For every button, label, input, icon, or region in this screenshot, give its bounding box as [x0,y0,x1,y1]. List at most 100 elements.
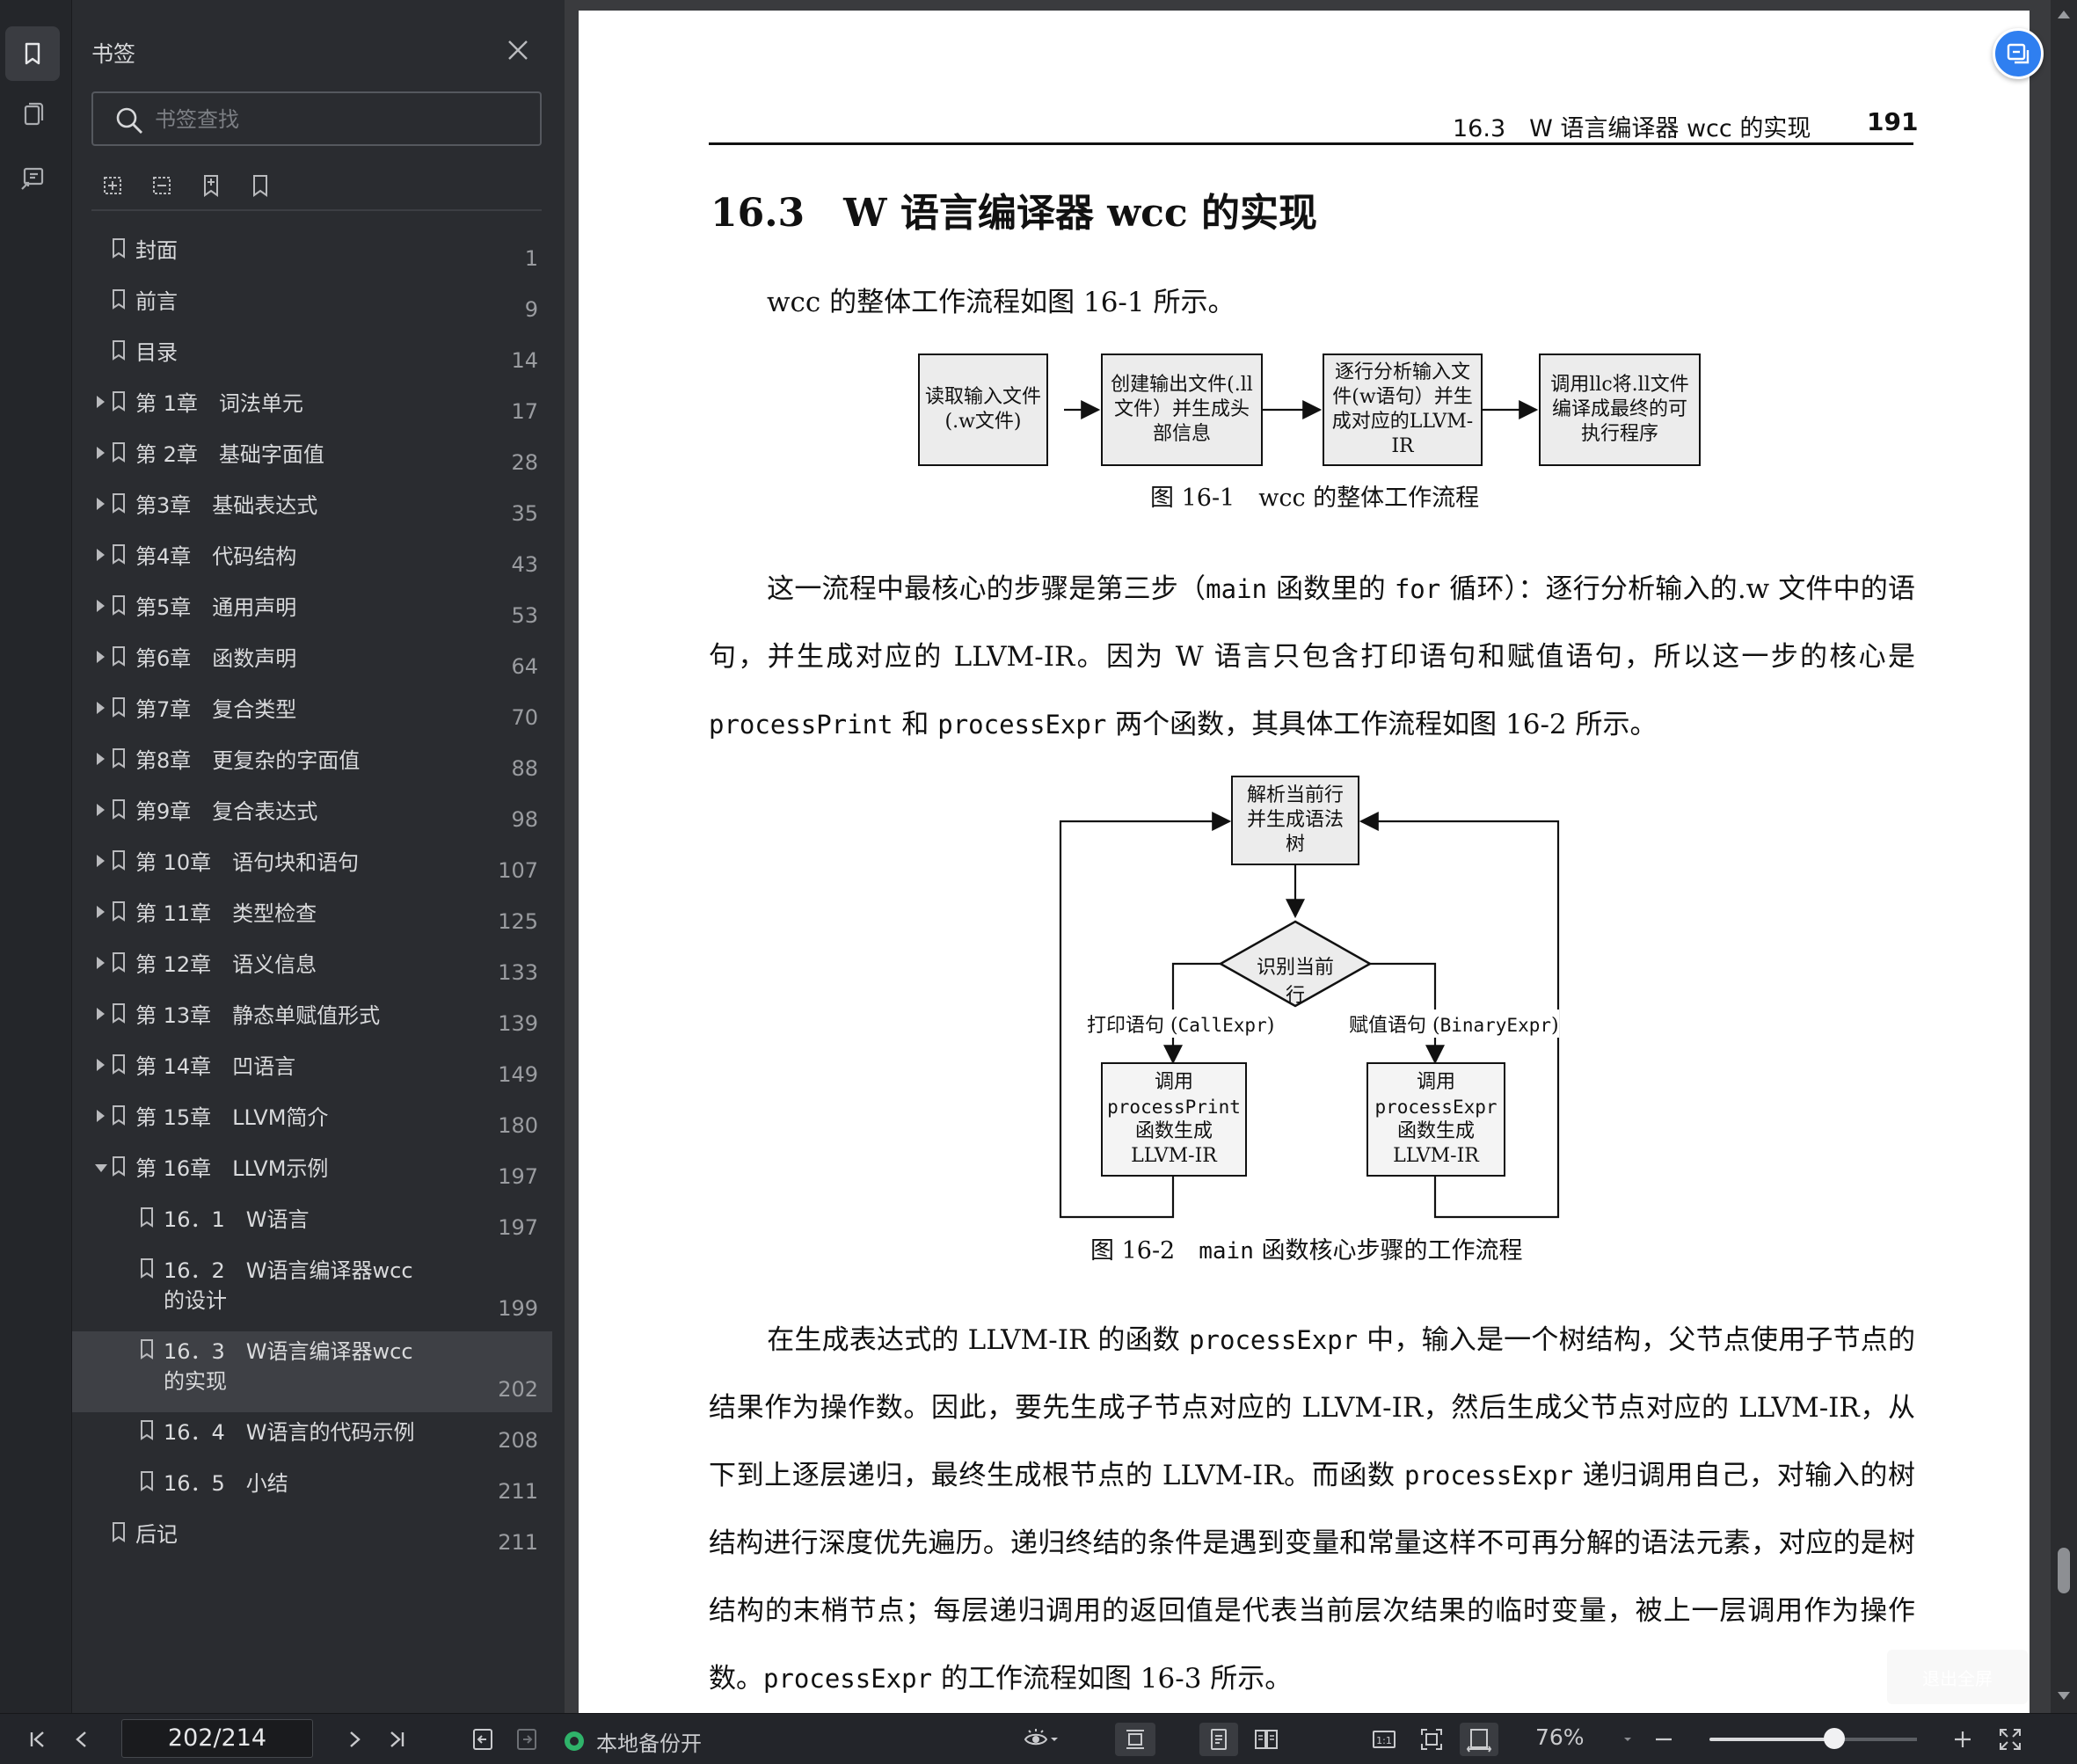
expand-arrow-right-icon[interactable] [97,1059,105,1071]
bookmark-page-number: 53 [511,603,538,628]
zoom-dropdown-button[interactable] [1618,1723,1637,1756]
bookmark-page-number: 1 [524,246,538,271]
expand-arrow-right-icon[interactable] [97,600,105,612]
fit-width-icon [1466,1729,1492,1753]
scroll-down-arrow-icon[interactable] [2058,1692,2070,1700]
bookmark-label: 第9章 复合表达式 [135,799,318,824]
expand-arrow-right-icon[interactable] [97,804,105,816]
zoom-slider[interactable] [1709,1738,1917,1741]
zoom-in-button[interactable] [1947,1723,1979,1756]
bookmark-current-page-button[interactable] [244,170,276,201]
bookmark-label: 16．2 W语言编译器wcc的设计 [164,1258,413,1313]
zoom-out-button[interactable] [1648,1723,1680,1756]
expand-arrow-down-icon[interactable] [95,1164,107,1172]
previous-page-button[interactable] [65,1723,98,1756]
convert-document-icon [2007,43,2030,64]
fig2-right-branch-label: 赋值语句 (BinaryExpr) [1349,1010,1559,1038]
expand-arrow-right-icon[interactable] [97,1008,105,1020]
floating-convert-button[interactable] [1993,28,2044,79]
go-back-button[interactable] [466,1723,499,1756]
document-scrollbar[interactable] [2051,0,2077,1713]
expand-arrow-right-icon[interactable] [97,447,105,459]
exit-fullscreen-hint[interactable]: 退出全屏 [1887,1650,2028,1704]
actual-size-button[interactable]: 1:1 [1366,1723,1402,1756]
next-page-button[interactable] [338,1723,371,1756]
bookmark-page-number: 202 [498,1377,538,1402]
bookmark-search-box[interactable] [91,91,542,146]
bookmark-label: 16．1 W语言 [164,1207,310,1232]
expand-all-button[interactable] [97,170,128,201]
panel-scrollbar[interactable] [552,0,565,1713]
eye-care-mode-button[interactable] [1017,1723,1066,1756]
page-number-input[interactable]: 202/214 [121,1719,313,1758]
last-page-button[interactable] [380,1723,413,1756]
go-forward-button[interactable] [510,1723,543,1756]
expand-arrow-right-icon[interactable] [97,855,105,867]
close-panel-button[interactable] [503,35,533,65]
expand-arrow-right-icon[interactable] [97,549,105,561]
backup-status-text[interactable]: 本地备份开 [596,1731,702,1756]
expand-arrow-right-icon[interactable] [97,957,105,969]
add-bookmark-button[interactable] [195,170,227,201]
expand-arrow-right-icon[interactable] [97,702,105,714]
expand-all-icon [104,177,121,194]
thumbnail-rail-button[interactable] [5,88,60,142]
zoom-level[interactable]: 76% [1535,1724,1585,1750]
bookmark-page-number: 9 [524,297,538,322]
expand-arrow-right-icon[interactable] [97,396,105,408]
bookmark-label: 第3章 基础表达式 [135,493,318,518]
scroll-thumb[interactable] [2058,1548,2070,1593]
bookmark-flag-icon [113,901,125,922]
double-page-view-button[interactable] [1247,1723,1286,1756]
first-page-button[interactable] [21,1723,55,1756]
single-page-scroll-button[interactable] [1115,1723,1155,1756]
scroll-up-arrow-icon[interactable] [2058,11,2070,18]
bookmark-search-input[interactable] [155,100,524,139]
bookmark-page-number: 211 [498,1530,538,1555]
collapse-all-button[interactable] [146,170,178,201]
bookmark-flag-icon [113,391,125,412]
expand-arrow-right-icon[interactable] [97,753,105,765]
bookmark-rail-button[interactable] [5,26,60,81]
fit-page-button[interactable] [1414,1723,1449,1756]
expand-arrow-right-icon[interactable] [97,906,105,918]
expand-arrow-right-icon[interactable] [97,498,105,510]
expand-arrow-right-icon[interactable] [97,1110,105,1122]
zoom-slider-handle[interactable] [1823,1728,1845,1749]
fig2-caption: 图 16-2 main 函数核心步骤的工作流程 [1090,1237,1523,1265]
annotation-rail-button[interactable] [5,151,60,206]
fullscreen-button[interactable] [1993,1723,2028,1756]
close-icon [508,40,528,60]
single-page-view-button[interactable] [1199,1723,1238,1756]
fit-width-button[interactable] [1460,1723,1498,1756]
expand-arrow-right-icon[interactable] [97,651,105,663]
bookmark-page-number: 149 [498,1062,538,1087]
plus-icon [1955,1731,1971,1747]
